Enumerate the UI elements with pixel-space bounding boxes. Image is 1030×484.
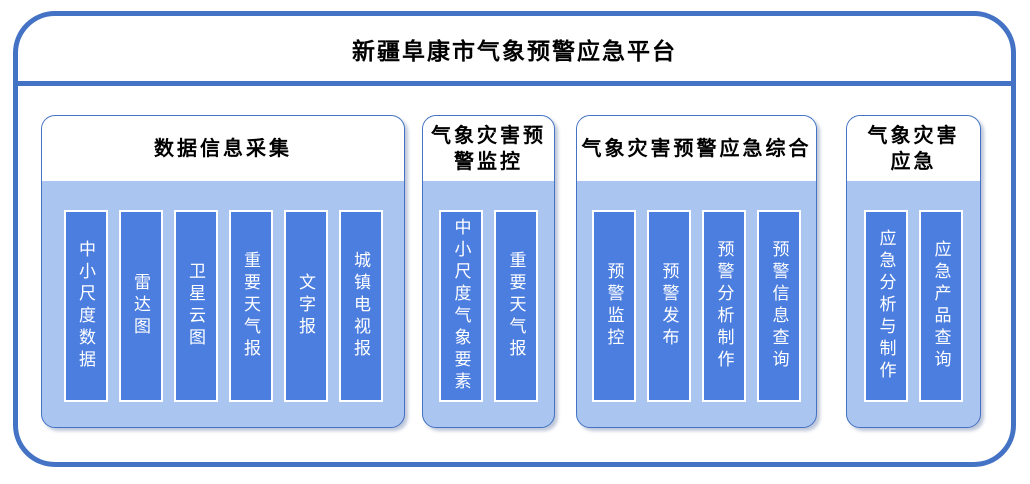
module-bar-label: 城镇电视报 — [351, 251, 370, 361]
module-bar-mesoscale-data: 中小尺度数据 — [63, 210, 108, 402]
module-bar-emergency-analysis-production: 应急分析与制作 — [864, 210, 908, 402]
section-warning-emergency-comprehensive: 气象灾害预警应急综合 预警监控 预警发布 预警分析制作 预警信息查询 — [576, 115, 817, 428]
module-bar-label: 文字报 — [296, 273, 315, 339]
section-header-disaster-emergency: 气象灾害 应急 — [847, 116, 980, 181]
module-bar-label: 预警信息查询 — [769, 240, 789, 372]
section-body-warning-emergency: 预警监控 预警发布 预警分析制作 预警信息查询 — [577, 181, 816, 427]
module-bar-label: 应急产品查询 — [931, 240, 951, 372]
module-bar-warning-release: 预警发布 — [647, 210, 691, 402]
module-bar-label: 预警发布 — [659, 262, 679, 350]
sections-row: 数据信息采集 中小尺度数据 雷达图 卫星云图 重要天气报 文字报 — [18, 86, 1011, 428]
module-bar-label: 雷达图 — [131, 273, 150, 339]
module-bar-warning-analysis-production: 预警分析制作 — [702, 210, 746, 402]
module-bar-warning-monitor: 预警监控 — [592, 210, 636, 402]
module-bar-label: 中小尺度气象要素 — [451, 218, 471, 394]
module-bar-label: 应急分析与制作 — [876, 229, 896, 383]
module-bar-warning-info-query: 预警信息查询 — [757, 210, 801, 402]
module-bar-label: 预警分析制作 — [714, 240, 734, 372]
platform-frame: 新疆阜康市气象预警应急平台 数据信息采集 中小尺度数据 雷达图 卫星云图 重要 — [13, 11, 1016, 467]
page-title: 新疆阜康市气象预警应急平台 — [352, 37, 677, 64]
title-bar: 新疆阜康市气象预警应急平台 — [18, 16, 1011, 86]
module-bar-important-weather-report: 重要天气报 — [228, 210, 273, 402]
section-disaster-emergency: 气象灾害 应急 应急分析与制作 应急产品查询 — [846, 115, 981, 428]
module-bar-mesoscale-elements: 中小尺度气象要素 — [439, 210, 483, 402]
module-bar-label: 预警监控 — [604, 262, 624, 350]
module-bar-label: 卫星云图 — [186, 262, 205, 350]
module-bar-text-report: 文字报 — [283, 210, 328, 402]
module-bar-important-weather-report-2: 重要天气报 — [494, 210, 538, 402]
section-header-warning-emergency: 气象灾害预警应急综合 — [577, 116, 816, 181]
section-header-warning-monitoring: 气象灾害预 警监控 — [423, 116, 554, 181]
section-warning-monitoring: 气象灾害预 警监控 中小尺度气象要素 重要天气报 — [422, 115, 555, 428]
section-body-warning-monitoring: 中小尺度气象要素 重要天气报 — [423, 181, 554, 427]
module-bar-emergency-product-query: 应急产品查询 — [919, 210, 963, 402]
section-header-data-collection: 数据信息采集 — [42, 116, 404, 181]
section-data-collection: 数据信息采集 中小尺度数据 雷达图 卫星云图 重要天气报 文字报 — [41, 115, 405, 428]
module-bar-label: 中小尺度数据 — [76, 240, 95, 372]
module-bar-label: 重要天气报 — [506, 251, 526, 361]
section-body-disaster-emergency: 应急分析与制作 应急产品查询 — [847, 181, 980, 427]
module-bar-radar-chart: 雷达图 — [118, 210, 163, 402]
module-bar-town-tv-report: 城镇电视报 — [338, 210, 383, 402]
module-bar-satellite-cloud: 卫星云图 — [173, 210, 218, 402]
module-bar-label: 重要天气报 — [241, 251, 260, 361]
section-body-data-collection: 中小尺度数据 雷达图 卫星云图 重要天气报 文字报 城镇电视 — [42, 181, 404, 427]
